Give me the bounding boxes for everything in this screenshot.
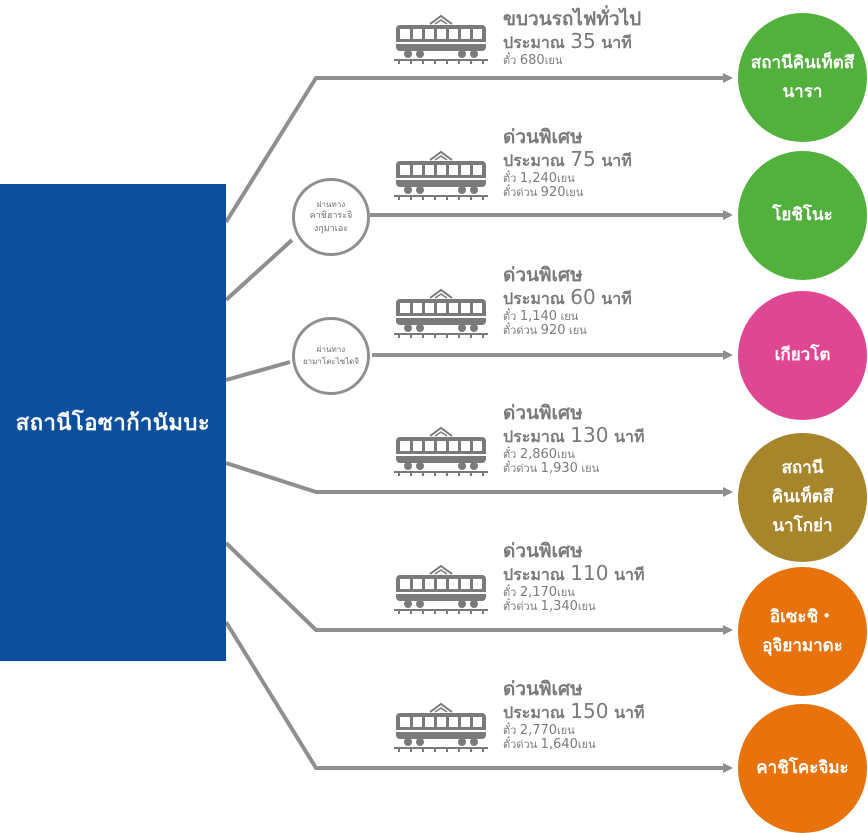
duration: ประมาณ 35 นาที xyxy=(503,29,632,53)
route-info: ขบวนรถไฟทั่วไป ประมาณ 35 นาที ตั๋ว 680เย… xyxy=(503,8,743,68)
route-info: ด่วนพิเศษ ประมาณ 75 นาที ตั๋ว 1,240เยน ต… xyxy=(503,126,743,200)
train-icon xyxy=(394,565,488,614)
via-name: ยามาโตะไซไดจิ xyxy=(302,357,360,366)
fare-regular: ตั๋ว 2,860เยน xyxy=(503,447,575,462)
duration: ประมาณ 150 นาที xyxy=(503,699,645,723)
service-type: ด่วนพิเศษ xyxy=(503,264,583,286)
fare-regular: ตั๋ว 1,140 เยน xyxy=(503,309,579,324)
fare-regular: ตั๋ว 1,240เยน xyxy=(503,171,575,186)
fare-express: ตั๋วด่วน 1,640เยน xyxy=(503,737,596,752)
train-icon xyxy=(394,15,488,64)
destination-kyoto: เกียวโต xyxy=(738,291,867,420)
fare-express: ตั๋วด่วน 1,340เยน xyxy=(503,599,596,614)
fare-express: ตั๋วด่วน 920เยน xyxy=(503,185,584,200)
destination-kashikojima: คาชิโคะจิมะ xyxy=(738,704,867,833)
service-type: ด่วนพิเศษ xyxy=(503,126,583,148)
service-type: ด่วนพิเศษ xyxy=(503,402,583,424)
via-station-kashiharajingumae: ผ่านทาง คาชิฮาระจิ งกุมาเอะ xyxy=(292,178,370,256)
route-info: ด่วนพิเศษ ประมาณ 60 นาที ตั๋ว 1,140 เยน … xyxy=(503,264,743,338)
train-icon xyxy=(394,151,488,200)
destination-yoshino: โยชิโนะ xyxy=(738,151,867,280)
duration: ประมาณ 60 นาที xyxy=(503,285,632,309)
route-line-nara xyxy=(224,73,733,224)
destination-ise-ujiyamada: อิเซะชิ・ อุจิยามาดะ xyxy=(738,567,867,696)
route-line-yoshino-a xyxy=(224,238,294,302)
via-name: คาชิฮาระจิ งกุมาเอะ xyxy=(309,210,353,234)
route-line-nagoya xyxy=(225,461,733,497)
train-icon xyxy=(394,289,488,338)
fare-regular: ตั๋ว 680เยน xyxy=(503,53,563,68)
origin-station-label: สถานีโอซาก้านัมบะ xyxy=(15,411,211,436)
fare-express: ตั๋วด่วน 1,930 เยน xyxy=(503,461,600,476)
destination-nara: สถานีคินเท็ตสึ นารา xyxy=(738,13,867,142)
route-info: ด่วนพิเศษ ประมาณ 110 นาที ตั๋ว 2,170เยน … xyxy=(503,540,743,614)
route-line-ise xyxy=(224,541,733,635)
service-type: ด่วนพิเศษ xyxy=(503,540,583,562)
via-title: ผ่านทาง xyxy=(316,345,346,354)
train-icon xyxy=(394,703,488,752)
route-line-kyoto-a xyxy=(225,360,291,382)
via-title: ผ่านทาง xyxy=(316,199,346,209)
duration: ประมาณ 75 นาที xyxy=(503,147,632,171)
service-type: ขบวนรถไฟทั่วไป xyxy=(503,8,642,30)
duration: ประมาณ 130 นาที xyxy=(503,423,645,447)
route-info: ด่วนพิเศษ ประมาณ 150 นาที ตั๋ว 2,770เยน … xyxy=(503,678,743,752)
service-type: ด่วนพิเศษ xyxy=(503,678,583,700)
fare-regular: ตั๋ว 2,770เยน xyxy=(503,723,575,738)
destination-nagoya: สถานี คินเท็ตสึ นาโกย่า xyxy=(738,433,867,562)
duration: ประมาณ 110 นาที xyxy=(503,561,645,585)
origin-station-box: สถานีโอซาก้านัมบะ xyxy=(0,184,226,661)
via-station-yamatosaidaiji: ผ่านทาง ยามาโตะไซไดจิ xyxy=(292,317,370,395)
route-info: ด่วนพิเศษ ประมาณ 130 นาที ตั๋ว 2,860เยน … xyxy=(503,402,743,476)
route-line-kashikojima xyxy=(224,620,733,773)
fare-express: ตั๋วด่วน 920 เยน xyxy=(503,323,587,338)
train-icon xyxy=(394,427,488,476)
fare-regular: ตั๋ว 2,170เยน xyxy=(503,585,575,600)
